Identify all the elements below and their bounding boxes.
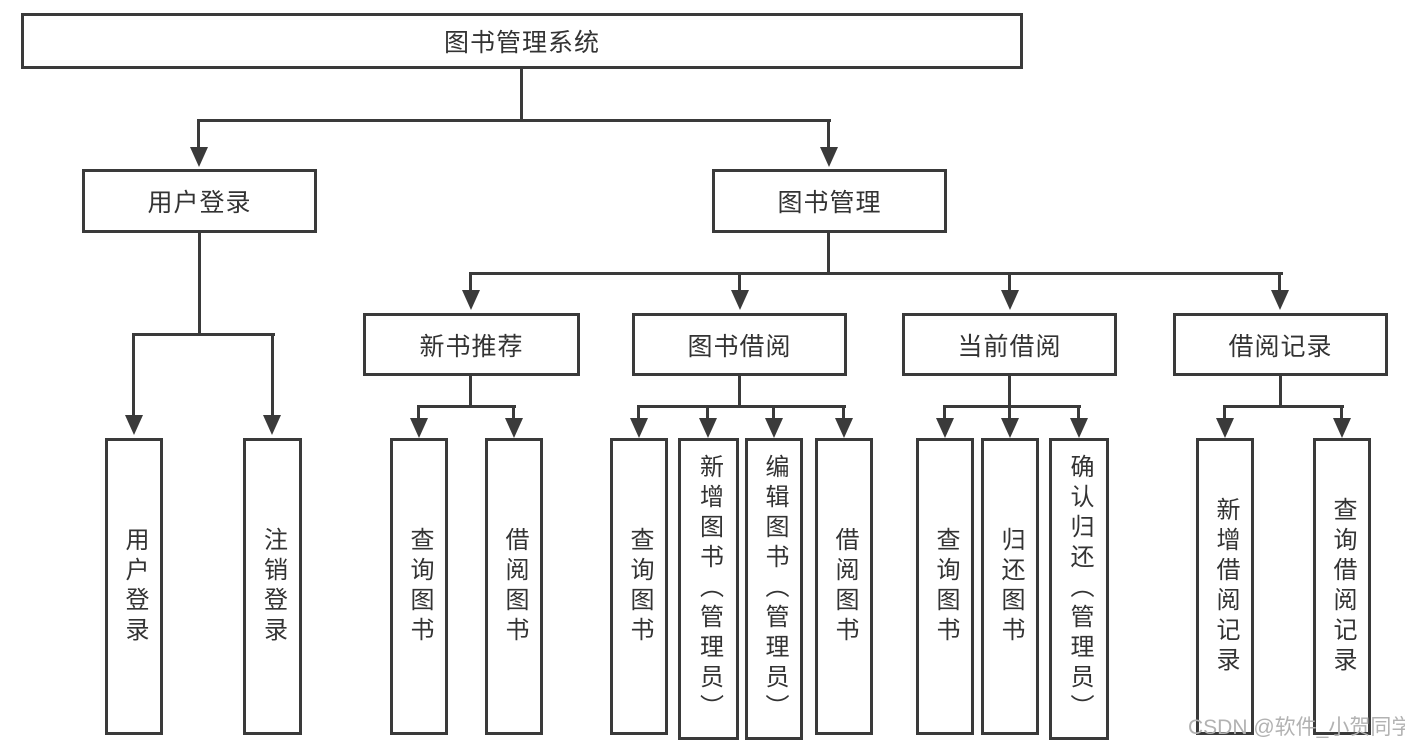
leaf-edit-books-admin: 编辑图书（管理员） [745,438,803,740]
node-new-book-recommend: 新书推荐 [363,313,580,376]
edge-line [520,69,523,121]
edge-line [1279,376,1282,407]
arrow-head-icon [1333,418,1351,438]
edge-line [943,405,1081,408]
arrow-head-icon [462,290,480,310]
edge-line [1223,405,1344,408]
node-label: 图书管理 [777,189,882,217]
node-label: 新书推荐 [419,332,524,361]
arrow-head-icon [125,415,143,435]
leaf-query-borrow-record: 查询借阅记录 [1313,438,1371,735]
node-label: 新增借阅记录 [1212,496,1239,677]
edge-line [1008,272,1011,290]
edge-line [197,119,831,122]
node-label: 用户登录 [147,189,252,217]
node-label: 借阅记录 [1228,332,1333,361]
arrow-head-icon [1001,418,1019,438]
node-book-borrow: 图书借阅 [632,313,847,376]
edge-line [738,272,741,290]
node-label: 确认归还（管理员） [1066,454,1093,724]
node-label: 借阅图书 [831,526,858,647]
leaf-borrow-books-recommend: 借阅图书 [485,438,543,735]
edge-line [1077,405,1080,418]
leaf-return-books: 归还图书 [981,438,1039,735]
edge-line [827,233,830,274]
arrow-head-icon [190,147,208,167]
arrow-head-icon [505,418,523,438]
arrow-head-icon [835,418,853,438]
node-label: 查询借阅记录 [1329,496,1356,677]
node-user-login: 用户登录 [82,169,317,233]
node-label: 图书借阅 [687,332,792,361]
edge-line [1008,376,1011,407]
edge-line [132,333,275,336]
arrow-head-icon [936,418,954,438]
arrow-head-icon [765,418,783,438]
edge-line [469,272,1283,275]
node-label: 编辑图书（管理员） [761,454,788,724]
leaf-add-borrow-record: 新增借阅记录 [1196,438,1254,735]
edge-line [512,405,515,418]
leaf-add-books-admin: 新增图书（管理员） [678,438,739,740]
edge-line [827,119,830,147]
node-label: 查询图书 [626,526,653,647]
edge-line [842,405,845,418]
node-label: 新增图书（管理员） [695,454,723,724]
arrow-head-icon [1216,418,1234,438]
arrow-head-icon [263,415,281,435]
edge-line [637,405,846,408]
leaf-borrow-books: 借阅图书 [815,438,873,735]
edge-line [637,405,640,418]
node-current-borrow: 当前借阅 [902,313,1117,376]
node-label: 查询图书 [932,526,959,647]
node-label: 用户登录 [121,526,148,647]
edge-line [469,272,472,290]
arrow-head-icon [410,418,428,438]
edge-line [1340,405,1343,418]
node-label: 图书管理系统 [443,29,600,57]
node-book-management: 图书管理 [712,169,947,233]
edge-line [772,405,775,418]
leaf-query-books-borrow: 查询图书 [610,438,668,735]
arrow-head-icon [820,147,838,167]
node-book-management-system: 图书管理系统 [21,13,1023,69]
arrow-head-icon [731,290,749,310]
edge-line [417,405,516,408]
edge-line [417,405,420,418]
leaf-logout: 注销登录 [243,438,302,735]
edge-line [271,333,274,415]
csdn-watermark: CSDN @软件_小贺同学 [1188,716,1405,739]
arrow-head-icon [630,418,648,438]
node-label: 注销登录 [259,526,287,647]
edge-line [469,376,472,407]
arrow-head-icon [1070,418,1088,438]
edge-line [132,333,135,415]
node-label: 查询图书 [406,526,433,647]
leaf-confirm-return-admin: 确认归还（管理员） [1049,438,1109,740]
node-label: 当前借阅 [957,332,1062,361]
edge-line [738,376,741,407]
edge-line [1008,405,1011,418]
leaf-query-books-current: 查询图书 [916,438,974,735]
arrow-head-icon [1271,290,1289,310]
leaf-user-login: 用户登录 [105,438,163,735]
edge-line [198,233,201,335]
arrow-head-icon [699,418,717,438]
edge-line [706,405,709,418]
edge-line [1278,272,1281,290]
edge-line [197,119,200,147]
node-borrow-records: 借阅记录 [1173,313,1388,376]
node-label: 借阅图书 [501,526,528,647]
leaf-query-books-recommend: 查询图书 [390,438,448,735]
edge-line [943,405,946,418]
node-label: 归还图书 [997,526,1024,647]
edge-line [1223,405,1226,418]
arrow-head-icon [1001,290,1019,310]
